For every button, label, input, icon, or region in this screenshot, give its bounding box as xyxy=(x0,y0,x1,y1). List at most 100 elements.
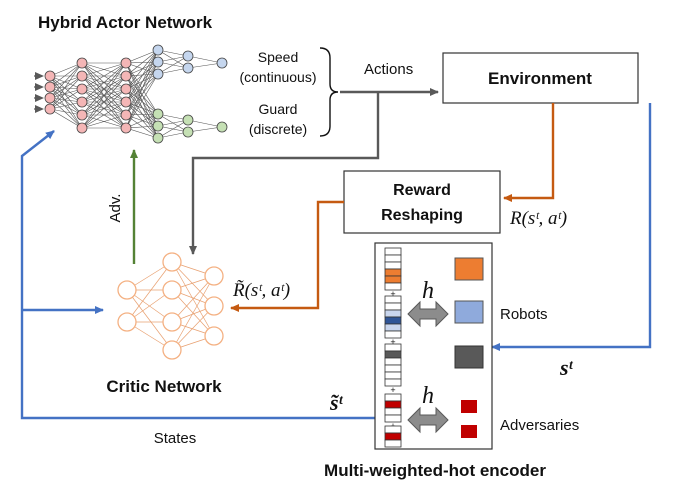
encoder-vector-cell xyxy=(384,323,402,332)
encoder-vector-cell xyxy=(384,407,402,416)
actor-connection xyxy=(49,88,83,99)
encoder-vector-cell xyxy=(384,282,402,291)
actor-hidden-node xyxy=(76,70,88,82)
actor-hidden-node xyxy=(120,96,132,108)
adversary-swatch-1 xyxy=(461,400,477,413)
encoder-vector-cell xyxy=(384,330,402,339)
actor-connection xyxy=(125,101,159,115)
critic-node xyxy=(162,280,182,300)
critic-connection xyxy=(171,305,215,351)
encoder-vector-cell xyxy=(384,275,402,284)
actor-connection xyxy=(81,62,127,116)
actions-label: Actions xyxy=(364,61,413,78)
actor-connection xyxy=(49,97,83,129)
reward-line1: Reward xyxy=(393,182,451,199)
actor-connection xyxy=(187,62,223,69)
actor-connection xyxy=(125,114,159,139)
actor-connection xyxy=(125,114,159,127)
actor-speed-node xyxy=(152,56,164,68)
actor-connection xyxy=(49,101,83,110)
actor-hidden-node xyxy=(120,122,132,134)
actor-input-node xyxy=(44,92,56,104)
reward-line2: Reshaping xyxy=(381,207,463,224)
h-symbol-adversaries: h xyxy=(422,383,434,409)
adversaries-double-arrow xyxy=(407,406,449,434)
actor-speed-node xyxy=(216,57,228,69)
critic-node xyxy=(117,280,137,300)
actor-hidden-node xyxy=(76,122,88,134)
critic-title: Critic Network xyxy=(106,377,222,396)
actor-guard-node xyxy=(182,114,194,126)
adversary-swatch-2 xyxy=(461,425,477,438)
actor-connection xyxy=(81,62,127,103)
critic-node xyxy=(204,326,224,346)
actions-to-critic-line xyxy=(189,92,380,255)
states-label: States xyxy=(154,430,197,447)
actor-hidden-node xyxy=(120,109,132,121)
critic-connection xyxy=(171,275,215,351)
encoder-vector-cell xyxy=(384,378,402,387)
state-symbol: sᵗ xyxy=(559,355,574,380)
actor-connection xyxy=(49,62,83,110)
guard-sub-label: (discrete) xyxy=(249,121,307,137)
adversaries-label: Adversaries xyxy=(500,417,579,434)
actor-input-node xyxy=(44,103,56,115)
critic-connection xyxy=(126,261,173,323)
env-state-arrow xyxy=(491,103,652,351)
encoder-vectors: ++++ xyxy=(384,247,402,448)
actor-speed-node xyxy=(152,44,164,56)
actor-network xyxy=(34,44,228,144)
encoder-vector-cell xyxy=(384,309,402,318)
actor-connection xyxy=(125,88,159,127)
encoder-title: Multi-weighted-hot encoder xyxy=(324,461,546,480)
actor-input-node xyxy=(44,81,56,93)
actor-connection xyxy=(49,108,83,116)
environment-label: Environment xyxy=(488,69,592,88)
actor-guard-node xyxy=(152,132,164,144)
actor-connection xyxy=(125,62,159,115)
encoder-plus-sign: + xyxy=(390,337,395,347)
actor-connection xyxy=(157,119,189,139)
actor-hidden-node xyxy=(76,83,88,95)
encoder-vector-cell xyxy=(384,357,402,366)
actor-connection xyxy=(49,86,83,129)
encoder-vector-cell xyxy=(384,295,402,304)
encoder-vector-cell xyxy=(384,316,402,325)
critic-node xyxy=(162,312,182,332)
actor-speed-node xyxy=(182,50,194,62)
robots-label: Robots xyxy=(500,306,548,323)
actor-connection xyxy=(49,75,83,129)
actor-connection xyxy=(49,62,83,88)
critic-node xyxy=(204,296,224,316)
actor-speed-node xyxy=(182,62,194,74)
robots-double-arrow xyxy=(407,300,449,328)
critic-connection xyxy=(126,289,173,351)
actor-connection xyxy=(187,126,223,133)
actor-connection xyxy=(81,62,127,90)
encoder-vector-cell xyxy=(384,261,402,270)
actor-guard-node xyxy=(216,121,228,133)
actor-connection xyxy=(81,101,127,129)
environment-box xyxy=(442,52,639,104)
actor-connection xyxy=(125,113,159,129)
encoder-vector-cell xyxy=(384,425,402,434)
states-feedback-line xyxy=(20,130,386,420)
actor-connection xyxy=(49,86,83,103)
actor-connection xyxy=(125,101,159,139)
advantage-label: Adv. xyxy=(107,194,124,223)
actor-title: Hybrid Actor Network xyxy=(38,13,213,32)
actor-connection xyxy=(81,114,127,129)
actor-connection xyxy=(49,62,83,77)
robot-swatch-orange xyxy=(454,257,484,281)
actor-hidden-node xyxy=(76,57,88,69)
actor-connection xyxy=(49,108,83,129)
actor-connection xyxy=(125,88,159,139)
actor-connection xyxy=(125,75,159,115)
speed-label: Speed xyxy=(258,49,298,65)
actor-hidden-node xyxy=(120,83,132,95)
actor-connection xyxy=(125,62,159,127)
actor-connection xyxy=(49,75,83,116)
actor-connection xyxy=(49,86,83,116)
encoder-vector-cell xyxy=(384,364,402,373)
actor-hidden-node xyxy=(120,70,132,82)
